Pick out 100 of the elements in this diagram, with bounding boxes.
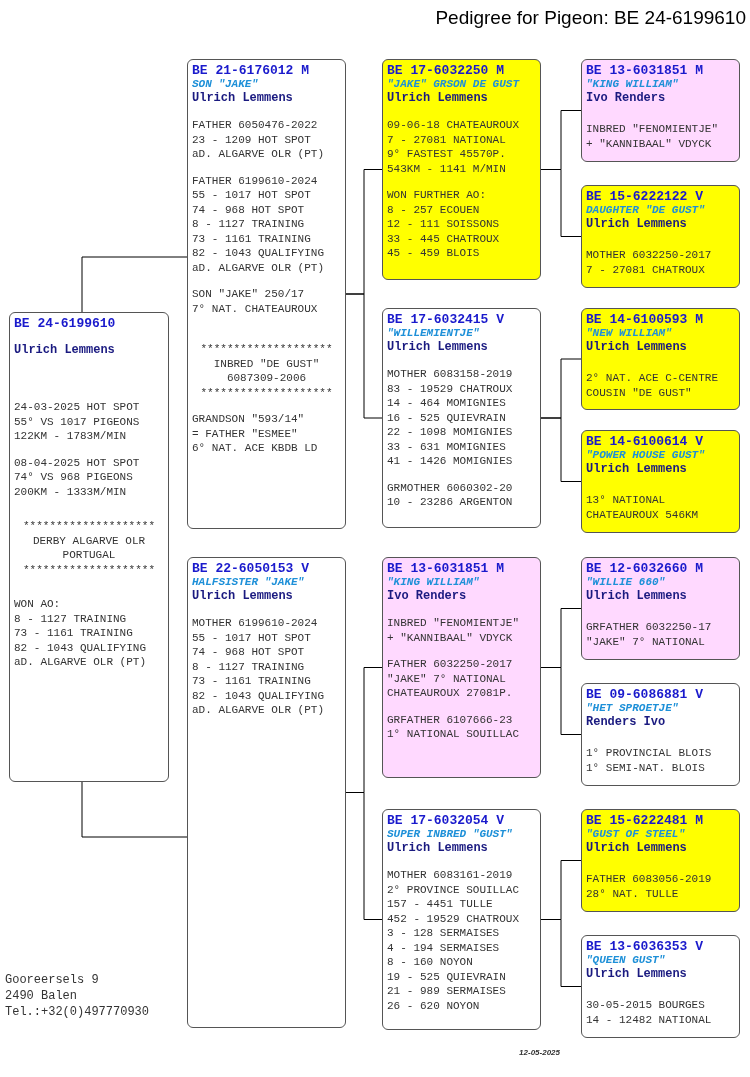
- result-line: 8 - 1127 TRAINING: [14, 611, 128, 626]
- ring-number: BE 13-6031851 M: [387, 561, 506, 576]
- ring-number: BE 14-6100614 V: [586, 434, 705, 449]
- result-line: 10 - 23286 ARGENTON: [387, 495, 514, 510]
- result-line: 28° NAT. TULLE: [586, 886, 680, 901]
- breeder-name: Ivo Renders: [586, 91, 667, 106]
- pedigree-card: [581, 308, 740, 410]
- pedigree-card: [382, 809, 541, 1030]
- result-line: FATHER 6050476-2022: [192, 118, 319, 133]
- result-line: 14 - 464 MOMIGNIES: [387, 396, 507, 411]
- result-line: 9° FASTEST 45570P.: [387, 147, 507, 162]
- pigeon-name: "KING WILLIAM": [586, 78, 680, 91]
- result-line: 73 - 1161 TRAINING: [14, 626, 134, 641]
- result-line: WON FURTHER AO:: [387, 188, 488, 203]
- pedigree-card: [382, 308, 541, 528]
- breeder-name: Ulrich Lemmens: [586, 340, 688, 355]
- ring-number: BE 15-6222481 M: [586, 813, 705, 828]
- pigeon-name: "KING WILLIAM": [387, 576, 481, 589]
- result-line: 16 - 525 QUIEVRAIN: [387, 410, 507, 425]
- pigeon-name: DAUGHTER "DE GUST": [586, 204, 706, 217]
- result-line: 1° PROVINCIAL BLOIS: [586, 746, 713, 761]
- result-line: 8 - 1127 TRAINING: [192, 217, 306, 232]
- result-line: 7 - 27081 NATIONAL: [387, 132, 507, 147]
- result-line: 83 - 19529 CHATROUX: [387, 381, 514, 396]
- result-line: 21 - 989 SERMAISES: [387, 984, 507, 999]
- pedigree-card: [581, 683, 740, 786]
- ring-number: BE 17-6032415 V: [387, 312, 506, 327]
- result-line: 24-03-2025 HOT SPOT: [14, 400, 141, 415]
- result-line: 1° SEMI-NAT. BLOIS: [586, 760, 706, 775]
- result-line: 45 - 459 BLOIS: [387, 246, 481, 261]
- result-line: 4 - 194 SERMAISES: [387, 940, 501, 955]
- result-line: CHATEAUROUX 546KM: [586, 507, 700, 522]
- result-line: DERBY ALGARVE OLR: [31, 533, 147, 548]
- pedigree-card: [581, 809, 740, 912]
- pigeon-name: "QUEEN GUST": [586, 954, 667, 967]
- ring-number: BE 17-6032250 M: [387, 63, 506, 78]
- result-line: 73 - 1161 TRAINING: [192, 674, 312, 689]
- result-line: 14 - 12482 NATIONAL: [586, 1012, 713, 1027]
- result-line: aD. ALGARVE OLR (PT): [14, 655, 148, 670]
- result-line: WON AO:: [14, 597, 62, 612]
- result-line: GRFATHER 6032250-17: [586, 620, 713, 635]
- result-line: ********************: [22, 562, 156, 577]
- ring-number: BE 24-6199610: [14, 316, 117, 331]
- result-line: ********************: [199, 385, 334, 400]
- result-line: MOTHER 6032250-2017: [586, 248, 713, 263]
- pigeon-name: "HET SPROETJE": [586, 702, 680, 715]
- breeder-name: Ulrich Lemmens: [586, 841, 688, 856]
- pigeon-name: "GUST OF STEEL": [586, 828, 687, 841]
- result-line: 26 - 620 NOYON: [387, 998, 481, 1013]
- connector-line: [81, 256, 188, 313]
- result-line: 2° NAT. ACE C-CENTRE: [586, 371, 720, 386]
- pedigree-card: [581, 185, 740, 288]
- result-line: 82 - 1043 QUALIFYING: [192, 688, 326, 703]
- pigeon-name: SON "JAKE": [192, 78, 259, 91]
- result-line: 23 - 1209 HOT SPOT: [192, 132, 312, 147]
- connector-line: [81, 781, 188, 838]
- result-line: MOTHER 6083161-2019: [387, 868, 514, 883]
- result-line: 2° PROVINCE SOUILLAC: [387, 882, 521, 897]
- result-line: 41 - 1426 MOMIGNIES: [387, 454, 514, 469]
- result-line: 73 - 1161 TRAINING: [192, 231, 312, 246]
- address-line: Tel.:+32(0)497770930: [5, 1004, 150, 1020]
- ring-number: BE 09-6086881 V: [586, 687, 705, 702]
- result-line: MOTHER 6199610-2024: [192, 616, 319, 631]
- pigeon-name: "POWER HOUSE GUST": [586, 449, 706, 462]
- result-line: CHATEAUROUX 27081P.: [387, 686, 514, 701]
- ring-number: BE 12-6032660 M: [586, 561, 705, 576]
- result-line: 22 - 1098 MOMIGNIES: [387, 425, 514, 440]
- breeder-name: Ulrich Lemmens: [586, 589, 688, 604]
- pedigree-card: [382, 59, 541, 280]
- address-line: Gooreersels 9: [5, 972, 100, 988]
- result-line: 6087309-2006: [225, 371, 308, 386]
- result-line: 122KM - 1783M/MIN: [14, 429, 128, 444]
- result-line: 3 - 128 SERMAISES: [387, 926, 501, 941]
- result-line: 200KM - 1333M/MIN: [14, 484, 128, 499]
- breeder-name: Ivo Renders: [387, 589, 468, 604]
- pedigree-card: [187, 557, 346, 1028]
- pedigree-card: [581, 430, 740, 533]
- result-line: INBRED "FENOMIENTJE": [387, 616, 521, 631]
- result-line: FATHER 6032250-2017: [387, 657, 514, 672]
- result-line: 74 - 968 HOT SPOT: [192, 202, 306, 217]
- result-line: 82 - 1043 QUALIFYING: [14, 640, 148, 655]
- ring-number: BE 22-6050153 V: [192, 561, 311, 576]
- breeder-name: Ulrich Lemmens: [192, 91, 294, 106]
- result-line: 8 - 257 ECOUEN: [387, 202, 481, 217]
- result-line: 8 - 160 NOYON: [387, 955, 474, 970]
- result-line: 7 - 27081 CHATROUX: [586, 262, 706, 277]
- result-line: + "KANNIBAAL" VDYCK: [586, 136, 713, 151]
- pigeon-name: "WILLIE 660": [586, 576, 667, 589]
- result-line: 55° VS 1017 PIGEONS: [14, 414, 141, 429]
- result-line: GRMOTHER 6060302-20: [387, 480, 514, 495]
- result-line: 33 - 445 CHATROUX: [387, 231, 501, 246]
- breeder-name: Renders Ivo: [586, 715, 667, 730]
- result-line: 157 - 4451 TULLE: [387, 897, 494, 912]
- result-line: GRFATHER 6107666-23: [387, 712, 514, 727]
- pedigree-card: [581, 557, 740, 660]
- print-date: 12-05-2025: [519, 1047, 560, 1059]
- pigeon-name: SUPER INBRED "GUST": [387, 828, 514, 841]
- connector-line: [345, 293, 383, 419]
- result-line: FATHER 6083056-2019: [586, 872, 713, 887]
- result-line: 74° VS 968 PIGEONS: [14, 470, 134, 485]
